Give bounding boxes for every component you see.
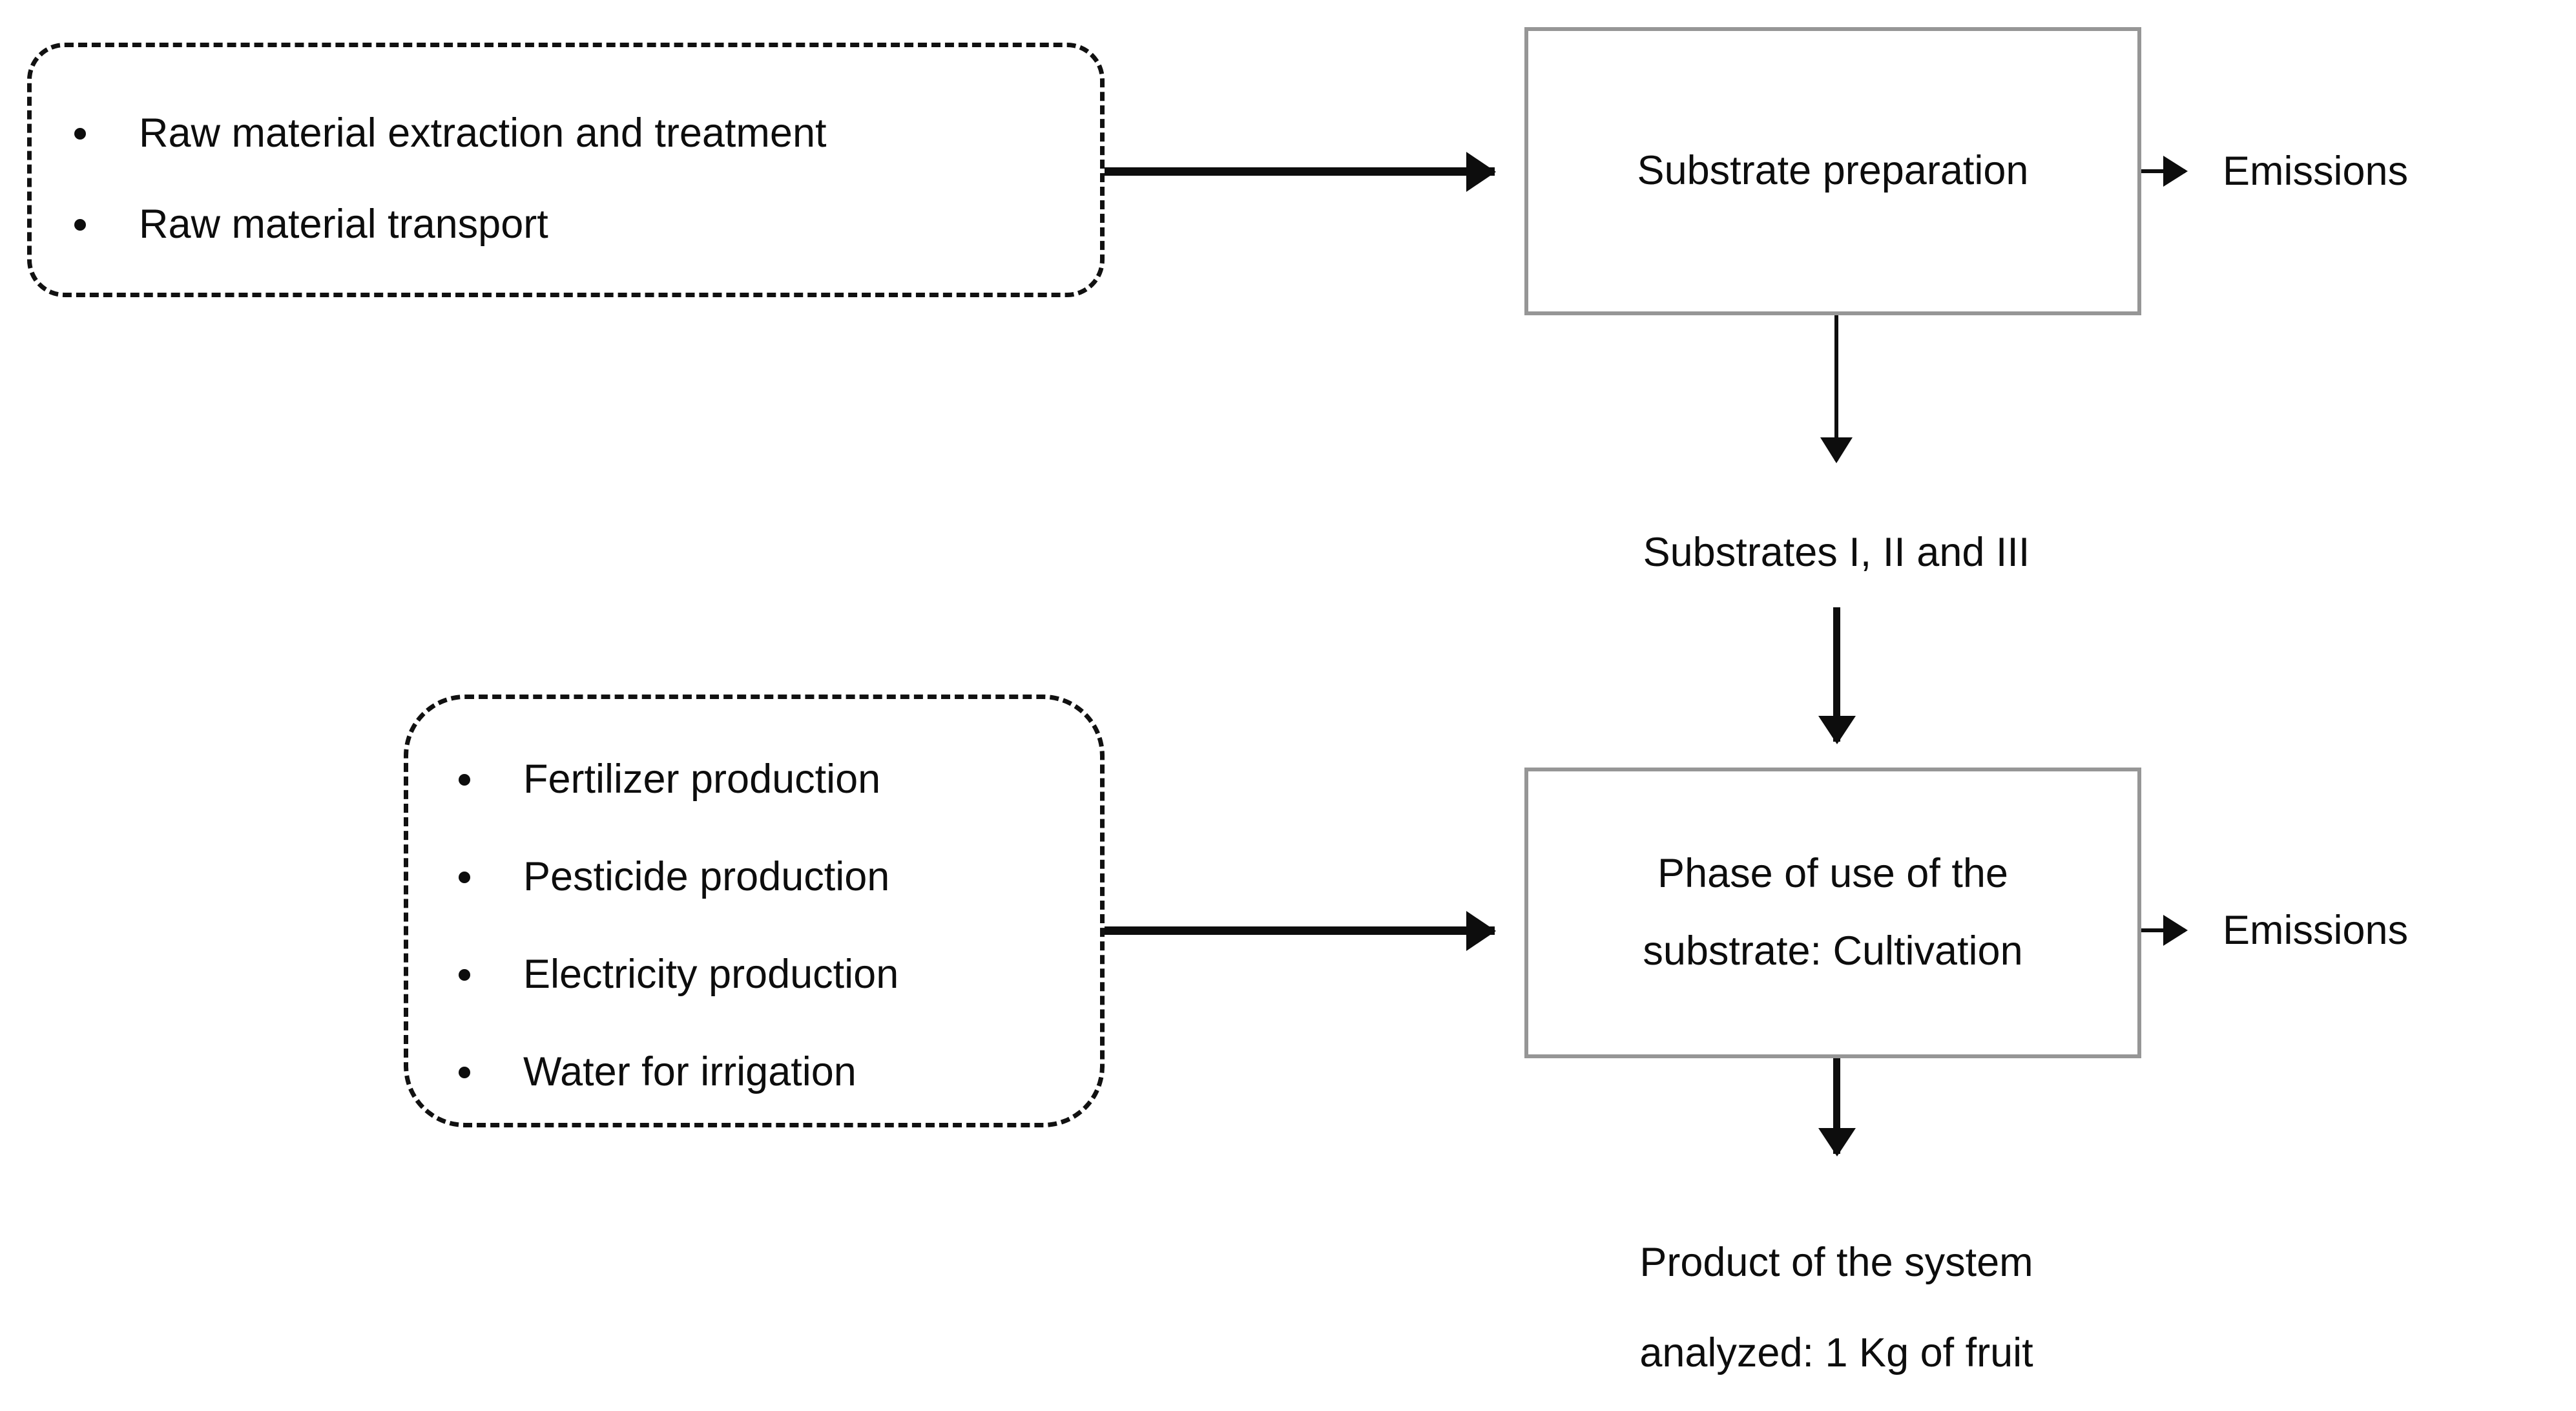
list-item: Fertilizer production xyxy=(459,759,1079,800)
label-final-product-line1: Product of the system xyxy=(1639,1240,2033,1285)
bullet-dot-icon xyxy=(459,871,470,883)
list-item-label: Fertilizer production xyxy=(523,757,881,802)
bullet-dot-icon xyxy=(74,127,86,140)
arrow-substrates-label-to-phase-of-use xyxy=(1833,607,1840,742)
input-group-cultivation-inputs xyxy=(404,695,1105,1127)
list-item: Electricity production xyxy=(459,954,1079,995)
list-item-label: Pesticide production xyxy=(523,854,890,899)
list-item-label: Electricity production xyxy=(523,952,899,997)
arrow-phase-of-use-to-final-product xyxy=(1833,1058,1840,1154)
input-group-raw-materials xyxy=(27,43,1105,297)
process-box-label: Substrate preparation xyxy=(1637,148,2029,194)
label-final-product-line2: analyzed: 1 Kg of fruit xyxy=(1639,1330,2033,1375)
list-item-label: Raw material transport xyxy=(139,202,548,247)
bullet-dot-icon xyxy=(459,968,470,981)
list-item: Pesticide production xyxy=(459,857,1079,897)
process-box-phase-of-use: Phase of use of the substrate: Cultivati… xyxy=(1524,768,2141,1058)
label-emissions-top: Emissions xyxy=(2223,149,2409,194)
arrow-cultivation-inputs-to-phase-of-use xyxy=(1105,926,1495,935)
bullet-dot-icon xyxy=(459,773,470,786)
list-item-label: Water for irrigation xyxy=(523,1049,857,1094)
process-box-substrate-preparation: Substrate preparation xyxy=(1524,27,2141,315)
bullet-dot-icon xyxy=(74,218,86,231)
list-item-label: Raw material extraction and treatment xyxy=(139,110,827,156)
list-item: Water for irrigation xyxy=(459,1052,1079,1092)
arrow-substrate-preparation-to-substrates-label xyxy=(1834,315,1838,461)
bullet-dot-icon xyxy=(459,1066,470,1078)
arrow-phase-of-use-to-emissions xyxy=(2141,928,2185,932)
list-item: Raw material transport xyxy=(74,204,1082,245)
process-box-label-line1: Phase of use of the xyxy=(1657,851,2008,897)
label-emissions-bottom: Emissions xyxy=(2223,908,2409,953)
raw-material-bullet-list: Raw material extraction and treatment Ra… xyxy=(74,113,1082,245)
cultivation-bullet-list: Fertilizer production Pesticide producti… xyxy=(459,759,1079,1092)
list-item: Raw material extraction and treatment xyxy=(74,113,1082,154)
label-substrates: Substrates I, II and III xyxy=(1643,530,2030,575)
arrow-substrate-preparation-to-emissions xyxy=(2141,169,2185,173)
process-box-label-line2: substrate: Cultivation xyxy=(1643,928,2023,974)
arrow-raw-materials-to-substrate-preparation xyxy=(1105,167,1495,176)
